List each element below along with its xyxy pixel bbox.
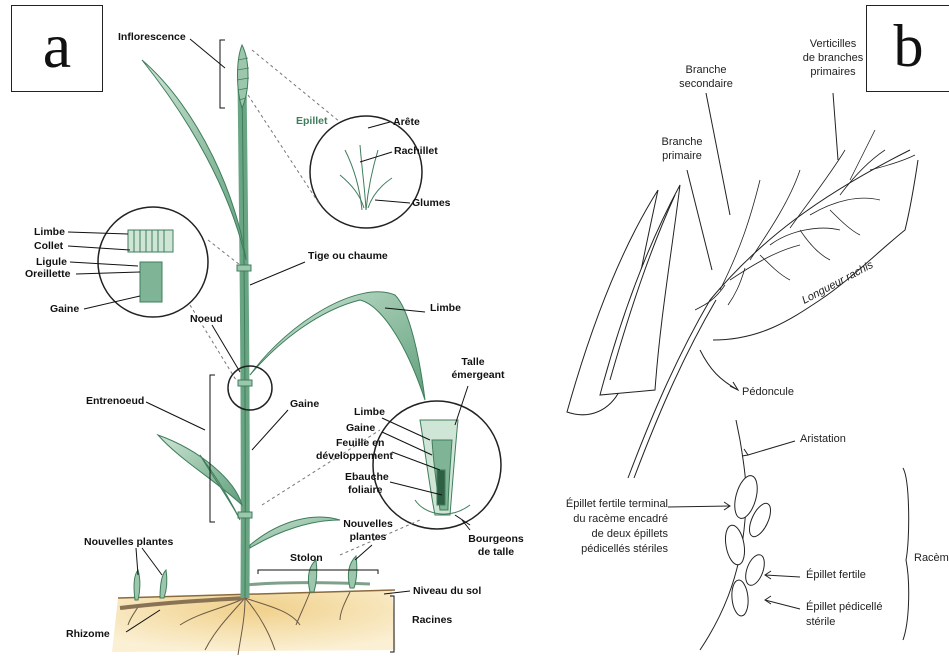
label-feuille-2: développement <box>316 450 393 462</box>
node-2 <box>238 380 252 386</box>
raceme-spikelets <box>723 473 775 616</box>
label-inflorescence: Inflorescence <box>118 31 186 43</box>
label-gaine-stem: Gaine <box>290 398 319 410</box>
label-nouvelles-right-1: Nouvelles <box>340 518 396 530</box>
label-tige: Tige ou chaume <box>308 250 388 262</box>
label-branche-primaire-1: Branche <box>652 136 712 148</box>
label-collet: Collet <box>34 240 63 252</box>
label-branche-secondaire-2: secondaire <box>676 78 736 90</box>
panel-label-b: b <box>866 5 949 92</box>
label-limbe-inset: Limbe <box>354 406 385 418</box>
label-epillet-pedicelle-1: Épillet pédicellé <box>806 601 882 613</box>
leaf-left-lower <box>158 435 242 505</box>
leaf-small-left <box>200 455 240 520</box>
label-epillet-terminal-3: de deux épillets <box>556 528 668 540</box>
label-glumes: Glumes <box>412 197 451 209</box>
label-verticilles-2: de branches <box>800 52 866 64</box>
soil-area <box>112 590 396 652</box>
label-epillet-terminal-2: du racème encadré <box>556 513 668 525</box>
label-talle-1: Talle <box>448 356 498 368</box>
label-bourgeons-1: Bourgeons <box>462 533 530 545</box>
label-talle-2: émergeant <box>448 369 508 381</box>
label-nouvelles-plantes-left: Nouvelles plantes <box>84 536 173 548</box>
label-branche-primaire-2: primaire <box>652 150 712 162</box>
label-rachillet: Rachillet <box>394 145 438 157</box>
label-stolon: Stolon <box>290 552 323 564</box>
node-3 <box>238 512 252 518</box>
label-limbe-circle: Limbe <box>34 226 65 238</box>
leaf-right-upper <box>250 292 425 400</box>
label-gaine-inset: Gaine <box>346 422 375 434</box>
label-arete: Arête <box>393 116 420 128</box>
label-ebauche-2: foliaire <box>348 484 382 496</box>
label-racines: Racines <box>412 614 452 626</box>
label-raceme: Racèm <box>914 552 949 564</box>
label-feuille-1: Feuille en <box>336 437 384 449</box>
label-epillet-terminal-1: Épillet fertile terminal <box>556 498 668 510</box>
label-bourgeons-2: de talle <box>462 546 530 558</box>
label-ligule: Ligule <box>36 256 67 268</box>
label-ebauche-1: Ebauche <box>345 471 389 483</box>
label-oreillette: Oreillette <box>25 268 71 280</box>
label-niveau-sol: Niveau du sol <box>413 585 481 597</box>
rachis-bracket <box>713 160 918 340</box>
panel-b-drawing <box>567 93 918 650</box>
label-verticilles-1: Verticilles <box>800 38 866 50</box>
label-pedoncule: Pédoncule <box>742 386 794 398</box>
label-aristation: Aristation <box>800 433 846 445</box>
circle-spikelet <box>310 116 422 228</box>
panicle-branches <box>695 130 915 310</box>
label-limbe-right: Limbe <box>430 302 461 314</box>
label-epillet: Epillet <box>296 115 328 127</box>
label-nouvelles-right-2: plantes <box>340 531 396 543</box>
label-gaine-circle: Gaine <box>50 303 79 315</box>
panel-a-drawing <box>68 39 501 655</box>
label-verticilles-3: primaires <box>800 66 866 78</box>
panel-label-a: a <box>11 5 103 92</box>
label-epillet-pedicelle-2: stérile <box>806 616 835 628</box>
label-epillet-terminal-4: pédicellés stériles <box>556 543 668 555</box>
node-1 <box>237 265 251 271</box>
label-entrenoeud: Entrenoeud <box>86 395 144 407</box>
label-rhizome: Rhizome <box>66 628 110 640</box>
circle-node <box>228 366 272 410</box>
label-epillet-fertile: Épillet fertile <box>806 569 866 581</box>
leaf-right-lower <box>250 517 340 548</box>
rachis <box>710 150 910 300</box>
label-noeud: Noeud <box>190 313 223 325</box>
label-branche-secondaire-1: Branche <box>676 64 736 76</box>
raceme-brace <box>903 468 909 640</box>
